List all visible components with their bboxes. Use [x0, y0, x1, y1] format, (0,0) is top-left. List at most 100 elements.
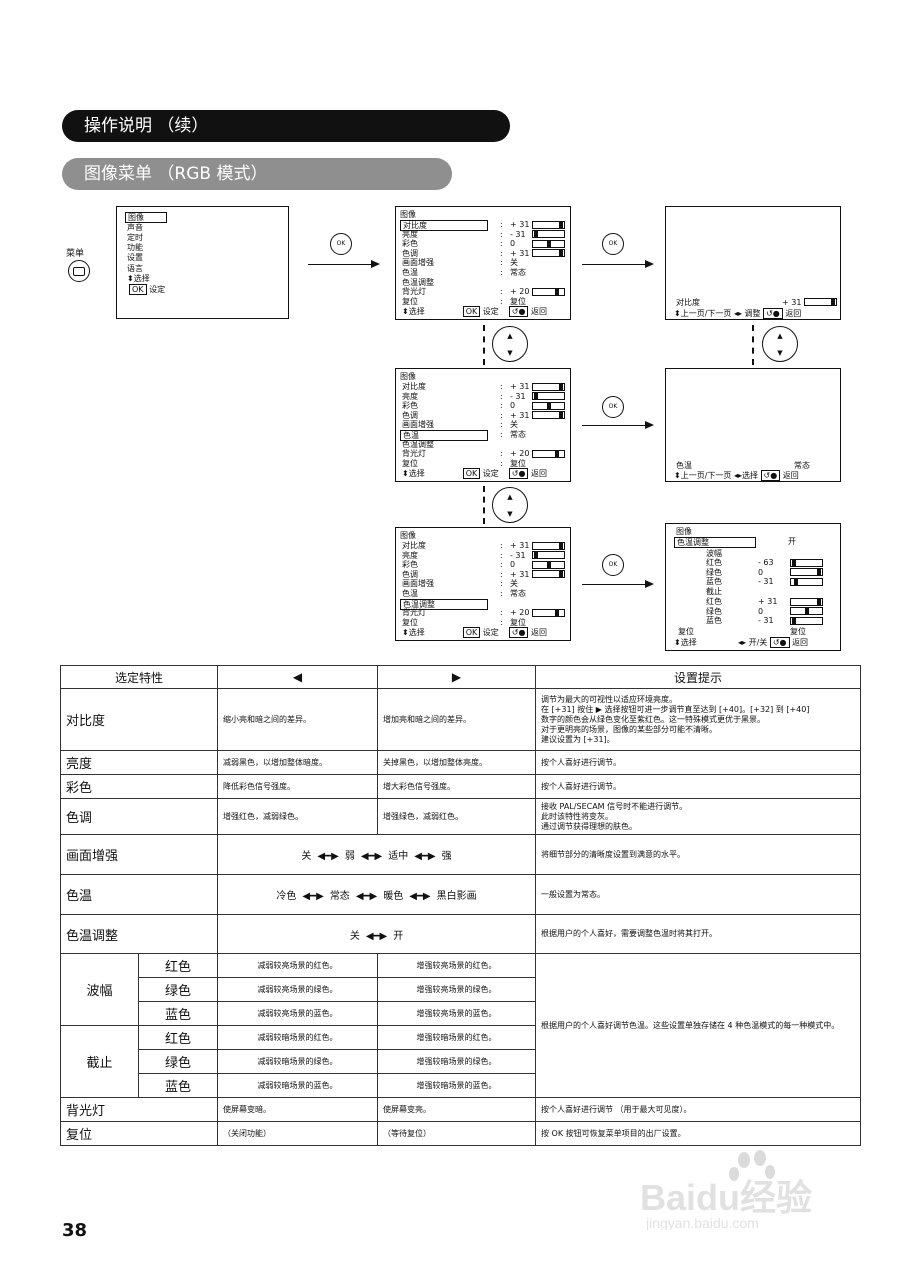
item-slider[interactable]	[532, 392, 565, 401]
ct-slider[interactable]	[790, 597, 823, 606]
item-value: 0	[510, 239, 516, 249]
item-value: 复位	[510, 296, 526, 306]
picture-menu-item[interactable]: 色温调整	[402, 278, 434, 287]
vertical-arrow	[483, 325, 485, 365]
picture-menu-item[interactable]: 对比度	[402, 382, 426, 391]
colortemp-value: 常态	[794, 461, 810, 470]
adjust-hint: 调整	[744, 309, 761, 318]
picture-menu-item[interactable]: 对比度	[400, 220, 488, 232]
picture-menu-item[interactable]: 色温	[402, 589, 418, 598]
picture-menu-item[interactable]: 背光灯	[402, 287, 426, 296]
item-slider[interactable]	[532, 230, 565, 239]
picture-menu-item[interactable]: 色温调整	[400, 598, 488, 610]
item-slider[interactable]	[532, 551, 565, 560]
item-slider[interactable]	[532, 541, 565, 550]
item-label: 彩色	[402, 560, 418, 570]
contrast-label: 对比度	[676, 298, 700, 307]
main-menu-item[interactable]: 定时	[127, 233, 143, 242]
picture-menu-item[interactable]: 彩色	[402, 560, 418, 569]
item-value: + 20	[510, 449, 530, 459]
picture-menu-item[interactable]: 背光灯	[402, 608, 426, 617]
contrast-value: + 31	[782, 298, 802, 307]
item-slider[interactable]	[532, 570, 565, 579]
picture-menu-item[interactable]: 画面增强	[402, 420, 434, 429]
main-menu-item[interactable]: 设置	[127, 253, 143, 262]
table-row: 亮度减弱黑色，以增加整体暗度。关掉黑色，以增加整体亮度。按个人喜好进行调节。	[59, 750, 862, 775]
item-label: 画面增强	[402, 258, 434, 268]
ok-key-icon: OK	[462, 627, 481, 638]
ct-slider[interactable]	[790, 568, 823, 576]
ct-slider[interactable]	[790, 558, 823, 567]
color-name: 绿色	[137, 1049, 219, 1074]
picture-menu-item[interactable]: 色温调整	[402, 440, 434, 449]
picture-menu-item[interactable]: 彩色	[402, 239, 418, 248]
item-slider[interactable]	[532, 449, 565, 458]
set-hint: 设定	[480, 469, 499, 478]
ok-button-icon: OK	[602, 554, 624, 576]
picture-menu-item[interactable]: 背光灯	[402, 449, 426, 458]
picture-menu-item[interactable]: 复位	[402, 618, 418, 627]
colortemp-adjust-item[interactable]: 色温调整	[674, 537, 756, 549]
leftright-icon: ◂▸	[733, 309, 742, 318]
picture-menu-item[interactable]: 复位	[402, 459, 418, 468]
main-menu-item[interactable]: 语言	[127, 264, 143, 273]
picture-menu-item[interactable]: 亮度	[402, 230, 418, 239]
slider-knob	[555, 450, 559, 457]
item-label: 色温调整	[402, 277, 434, 287]
item-slider[interactable]	[532, 220, 565, 229]
main-menu-item[interactable]: 声音	[127, 223, 143, 232]
picture-menu-item[interactable]: 色温	[402, 268, 418, 277]
picture-menu-item[interactable]: 画面增强	[402, 579, 434, 588]
tip-line: 按个人喜好进行调节。	[541, 781, 622, 791]
item-colon: :	[500, 617, 503, 627]
contrast-slider[interactable]	[804, 298, 837, 306]
main-menu-item-selected[interactable]: 图像	[125, 212, 167, 224]
back-key-icon: ↺●	[508, 627, 529, 638]
item-label: 背光灯	[402, 449, 426, 459]
picture-menu-item[interactable]: 亮度	[402, 392, 418, 401]
item-label: 色调	[402, 248, 418, 258]
item-label: 亮度	[402, 550, 418, 560]
ct-slider[interactable]	[790, 616, 823, 625]
picture-menu-item[interactable]: 色调	[402, 411, 418, 420]
picture-menu-item[interactable]: 色调	[402, 570, 418, 579]
item-slider[interactable]	[532, 411, 565, 420]
slider-knob	[817, 598, 821, 605]
item-colon: :	[500, 220, 503, 229]
ok-button-icon: OK	[602, 396, 624, 418]
reset-label[interactable]: 复位	[678, 627, 694, 636]
item-colon: :	[500, 229, 503, 239]
ct-slider[interactable]	[790, 577, 823, 586]
picture-menu-item[interactable]: 色调	[402, 249, 418, 258]
picture-menu-item[interactable]: 彩色	[402, 401, 418, 410]
leftright-icon: ◂▸	[733, 471, 742, 480]
setting-tip: 调节为最大的可视性以适应环境亮度。在 [+31] 按住 ▶ 选择按钮可进一步调节…	[535, 688, 862, 751]
item-slider[interactable]	[532, 249, 565, 258]
slider-knob	[555, 609, 559, 616]
menu-title: 图像	[400, 210, 416, 219]
item-colon: :	[500, 550, 503, 560]
item-slider[interactable]	[532, 239, 565, 248]
right-arrow-icon	[582, 421, 654, 429]
main-menu-item[interactable]: 功能	[127, 243, 143, 252]
item-slider[interactable]	[532, 287, 565, 296]
item-label: 色温	[402, 268, 418, 277]
svg-text:jingyan.baidu.com: jingyan.baidu.com	[645, 1215, 759, 1230]
item-slider[interactable]	[532, 401, 565, 410]
item-slider[interactable]	[532, 608, 565, 617]
picture-menu-item[interactable]: 画面增强	[402, 258, 434, 267]
picture-menu-item[interactable]: 色温	[400, 430, 488, 442]
back-hint: 返回	[785, 309, 802, 318]
ct-slider[interactable]	[790, 607, 823, 615]
picture-menu-item[interactable]: 对比度	[402, 541, 426, 550]
picture-menu-item[interactable]: 亮度	[402, 551, 418, 560]
slider-knob	[534, 231, 538, 238]
feature-name: 亮度	[59, 750, 219, 775]
item-label: 色温	[400, 430, 488, 442]
ct-value: + 31	[758, 597, 778, 606]
picture-menu-item[interactable]: 复位	[402, 297, 418, 306]
select-hint: 选择	[741, 471, 758, 480]
item-slider[interactable]	[532, 560, 565, 569]
color-name: 红色	[137, 953, 219, 978]
item-slider[interactable]	[532, 382, 565, 391]
